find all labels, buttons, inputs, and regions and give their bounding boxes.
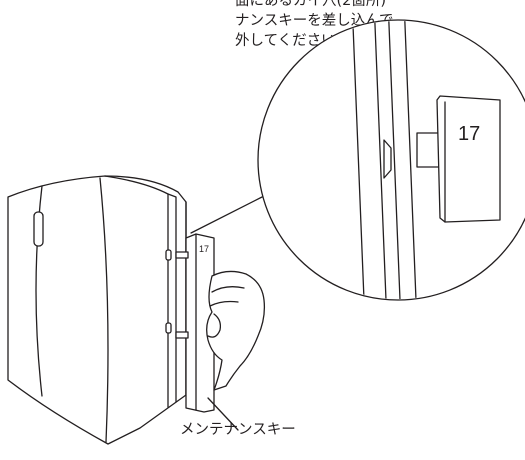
key-number-large: 17 [458, 123, 480, 145]
hand-thumb [207, 313, 222, 338]
device-unit [7, 175, 187, 445]
magnified-view: 17 [257, 19, 525, 301]
maintenance-key: 17 [175, 233, 215, 413]
device-handle-slot [33, 211, 44, 247]
mag-guide-hole [383, 139, 392, 179]
key-prong-upper [175, 251, 189, 259]
maintenance-key-caption: メンテナンスキー [180, 422, 296, 438]
guide-hole-lower [165, 322, 172, 334]
mag-panel-edge-2 [373, 21, 387, 299]
hand [206, 270, 266, 391]
instruction-line-2: ナンスキーを差し込んで [235, 13, 394, 29]
key-prong-lower [175, 331, 189, 339]
mag-panel-edge-3 [387, 21, 401, 299]
mag-panel-edge-1 [351, 21, 365, 299]
mag-panel-edge-4 [403, 21, 417, 299]
device-curve-line-2 [99, 177, 109, 443]
mag-key-plate [436, 95, 501, 223]
device-body [7, 175, 187, 445]
magnifier-leader-line [190, 196, 263, 234]
guide-hole-upper [165, 249, 172, 261]
caption-leader-line [207, 397, 239, 431]
instruction-line-1: 面にあるガイ穴(2箇所) [235, 0, 387, 9]
hand-finger-line-1 [211, 286, 245, 293]
key-number-small: 17 [199, 244, 209, 254]
hand-finger-line-2 [209, 300, 239, 307]
